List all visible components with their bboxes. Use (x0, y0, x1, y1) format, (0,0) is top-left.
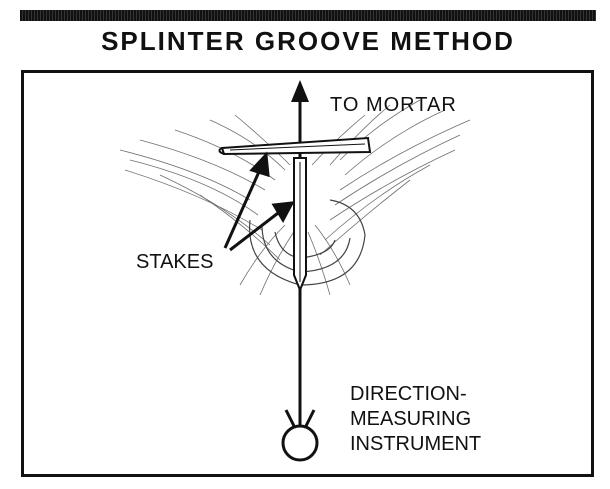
instrument-icon (281, 409, 319, 462)
vertical-stake (293, 157, 307, 293)
label-direction-measuring-instrument: DIRECTION- MEASURING INSTRUMENT (350, 382, 481, 457)
diagram-title: SPLINTER GROOVE METHOD (101, 26, 515, 56)
label-line: INSTRUMENT (350, 433, 482, 455)
stakes-pointer-arrows (223, 151, 295, 252)
label-to-mortar: TO MORTAR (330, 94, 457, 116)
label-stakes: STAKES (136, 251, 214, 273)
horizontal-stake (218, 136, 372, 156)
header-rule (20, 10, 596, 21)
label-line: DIRECTION- (350, 383, 467, 405)
diagram-frame (21, 70, 594, 477)
label-line: MEASURING (350, 408, 472, 430)
arrow-up-icon (291, 80, 309, 102)
